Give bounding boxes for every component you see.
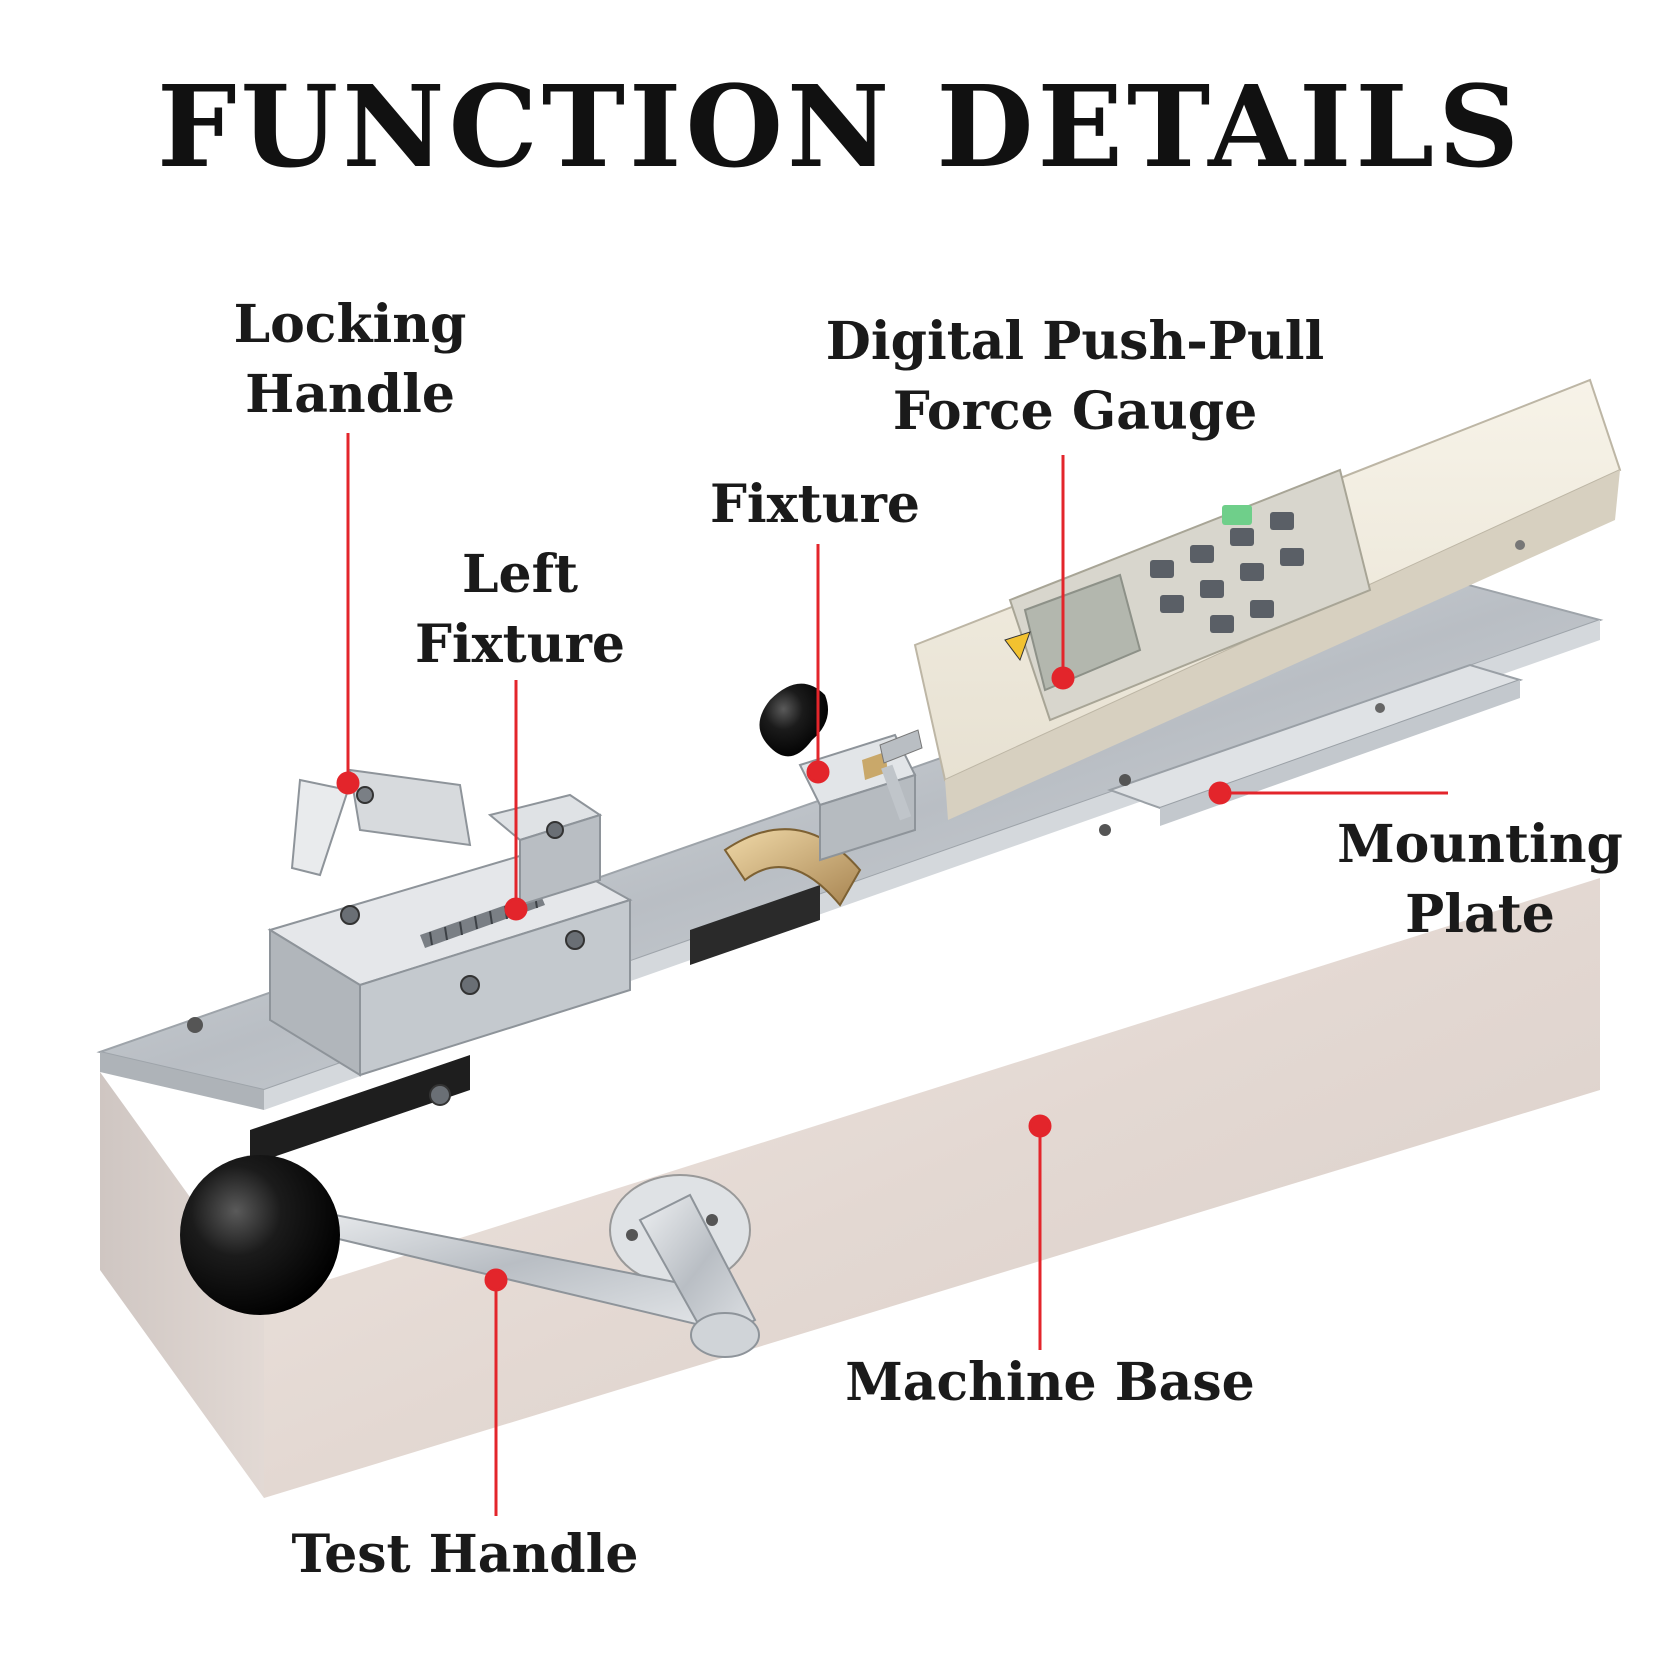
label-line: Plate: [1405, 884, 1555, 945]
force-gauge-shape: [879, 378, 1622, 820]
pointer-lines: [336, 433, 1448, 1516]
page-title: FUNCTION DETAILS: [157, 62, 1523, 193]
label-line: Machine Base: [845, 1352, 1255, 1413]
label-line: Fixture: [710, 474, 920, 535]
label-machine-base: Machine Base: [840, 1348, 1260, 1418]
label-digital-gauge: Digital Push-Pull Force Gauge: [810, 307, 1340, 447]
label-fixture: Fixture: [690, 470, 940, 540]
label-test-handle: Test Handle: [270, 1520, 660, 1590]
label-mounting-plate: Mounting Plate: [1330, 810, 1630, 950]
label-line: Mounting: [1337, 814, 1623, 875]
label-line: Digital Push-Pull: [825, 311, 1325, 372]
locking-handle-shape: [290, 768, 472, 877]
label-line: Left: [461, 544, 579, 605]
label-locking-handle: Locking Handle: [210, 290, 490, 430]
label-line: Handle: [245, 364, 455, 425]
label-left-fixture: Left Fixture: [400, 540, 640, 680]
label-line: Fixture: [415, 614, 625, 675]
label-line: Locking: [233, 294, 467, 355]
label-line: Force Gauge: [892, 381, 1258, 442]
label-line: Test Handle: [291, 1524, 639, 1585]
test-handle-shape: [180, 1155, 760, 1358]
